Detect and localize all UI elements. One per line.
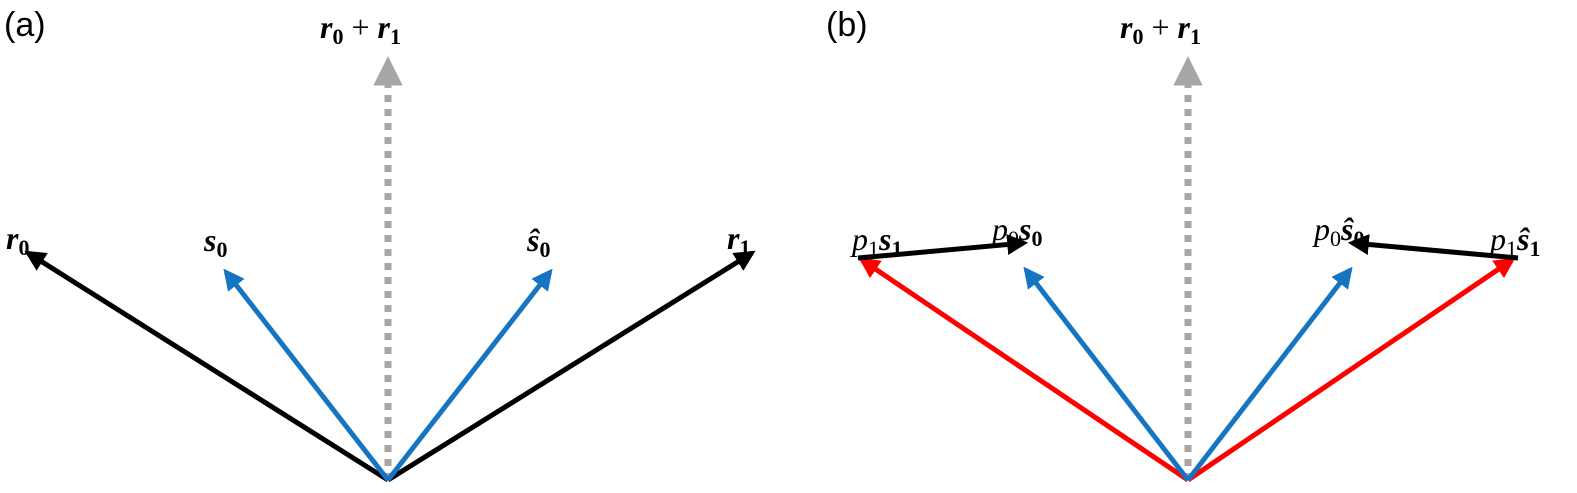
p0s0-hat-label: p0ŝ0 [1312, 211, 1364, 251]
p1s1-red-arrow [858, 257, 1190, 483]
s0-hat-label: ŝ0 [526, 222, 550, 262]
r0-arrow [24, 250, 390, 483]
p1s1-label: p1s1 [850, 221, 902, 261]
p1s1-hat-red-arrow [1186, 257, 1516, 483]
p1s1-hat-to-p0s0-hat-arrow [1347, 234, 1519, 261]
r0-label: r0 [6, 220, 29, 260]
sum-label: r0 + r1 [320, 9, 401, 49]
sum-label: r0 + r1 [1120, 9, 1201, 49]
panel-b: (b) r0 + r1 p1s1 p0s0 p0ŝ0 p1ŝ1 [826, 6, 1540, 483]
p0s0-arrow [1023, 266, 1190, 482]
p1s1-hat-label: p1ŝ1 [1488, 221, 1540, 261]
r1-arrow [386, 250, 756, 483]
s0-hat-arrow [386, 268, 553, 482]
panel-b-label: (b) [826, 6, 868, 44]
r1-label: r1 [727, 220, 750, 260]
p1s1-to-p0s0-arrow [857, 234, 1029, 261]
panel-a-label: (a) [4, 6, 46, 44]
p0s0-label: p0s0 [990, 211, 1042, 251]
s0-arrow [223, 268, 390, 482]
panel-a: (a) r0 + r1 r0 s0 ŝ0 r1 [4, 6, 756, 483]
p0s0-hat-arrow [1186, 266, 1353, 482]
s0-label: s0 [203, 222, 227, 262]
